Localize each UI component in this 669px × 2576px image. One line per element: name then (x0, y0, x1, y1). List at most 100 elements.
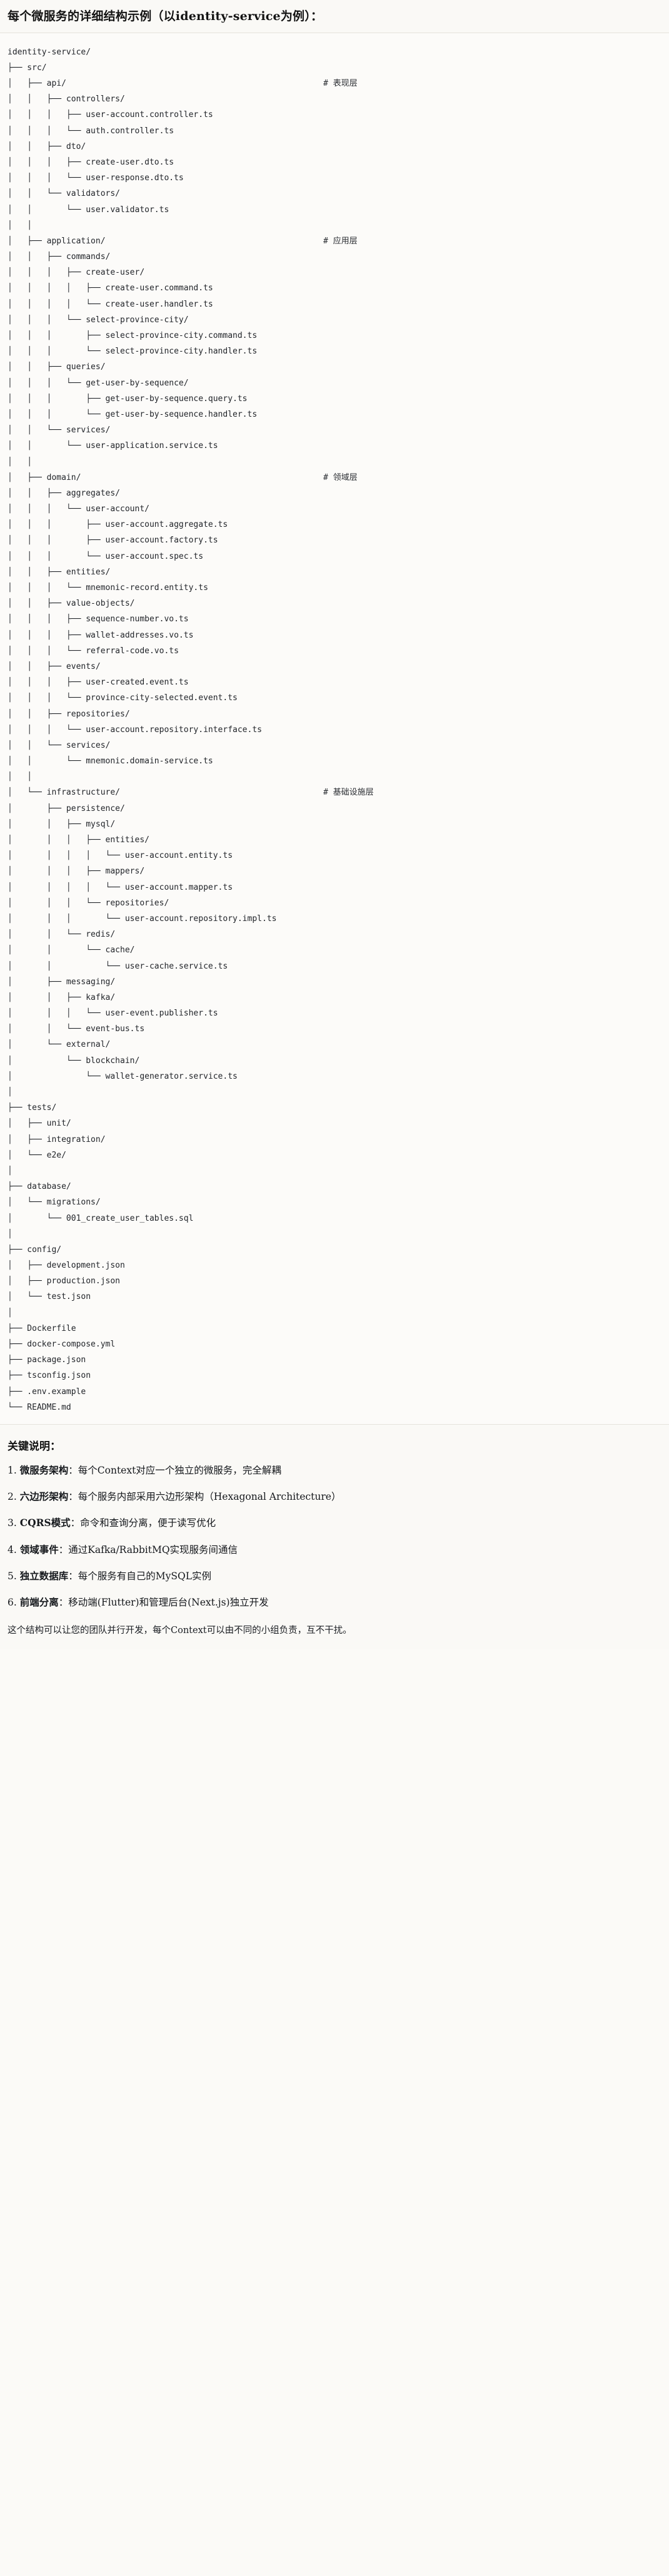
tree-row: │ └── blockchain/ (8, 1053, 661, 1069)
tree-node-comment: # 基础设施层 (323, 788, 374, 798)
key-point-number: 6. (8, 1597, 17, 1609)
tree-node-label: │ ├── unit/ (8, 1119, 71, 1129)
key-point-item: 2. 六边形架构：每个服务内部采用六边形架构（Hexagonal Archite… (8, 1489, 661, 1504)
tree-node-comment: # 表现层 (323, 79, 358, 89)
tree-row: │ │ ├── kafka/ (8, 990, 661, 1005)
key-point-term: CQRS模式 (19, 1517, 71, 1529)
tree-row: │ │ │ └── user-account.repository.interf… (8, 722, 661, 738)
tree-node-label: │ │ ├── entities/ (8, 567, 111, 577)
tree-node-label: │ │ │ └── user-account.repository.impl.t… (8, 914, 277, 924)
tree-row: │ │ │ │ └── create-user.handler.ts (8, 297, 661, 312)
tree-node-label: │ │ │ └── auth.controller.ts (8, 126, 174, 136)
tree-node-label: │ │ ├── dto/ (8, 141, 86, 151)
tree-node-label: │ └── e2e/ (8, 1150, 66, 1160)
tree-node-comment: # 领域层 (323, 472, 358, 482)
tree-row: │ │ └── mnemonic.domain-service.ts (8, 753, 661, 769)
tree-row: │ ├── messaging/ (8, 974, 661, 990)
key-point-text: 每个服务有自己的MySQL实例 (78, 1570, 212, 1582)
tree-row: │ (8, 1084, 661, 1100)
key-point-item: 5. 独立数据库：每个服务有自己的MySQL实例 (8, 1569, 661, 1584)
tree-node-label: └── README.md (8, 1402, 71, 1412)
tree-row: │ ├── production.json (8, 1273, 661, 1289)
tree-row: │ │ │ │ └── user-account.entity.ts (8, 848, 661, 863)
tree-node-label: │ │ └── services/ (8, 425, 111, 435)
tree-row: │ │ │ ├── create-user/ (8, 265, 661, 280)
tree-node-label: │ │ │ └── province-city-selected.event.t… (8, 693, 238, 703)
key-point-text: 移动端(Flutter)和管理后台(Next.js)独立开发 (68, 1597, 269, 1609)
tree-node-label: │ │ └── cache/ (8, 945, 135, 955)
tree-node-label: │ │ └── services/ (8, 740, 111, 750)
tree-row: │ └── external/ (8, 1037, 661, 1052)
tree-row: │ │ └── user-cache.service.ts (8, 959, 661, 974)
tree-node-label: │ │ │ └── mnemonic-record.entity.ts (8, 583, 208, 593)
tree-row: │ │ (8, 218, 661, 233)
tree-row: ├── database/ (8, 1179, 661, 1194)
tree-node-label: │ └── test.json (8, 1292, 91, 1302)
tree-row: ├── tsconfig.json (8, 1368, 661, 1383)
tree-node-label: │ │ (8, 457, 33, 467)
tree-row: ├── Dockerfile (8, 1321, 661, 1336)
tree-node-label: │ └── wallet-generator.service.ts (8, 1071, 238, 1081)
key-point-item: 4. 领域事件：通过Kafka/RabbitMQ实现服务间通信 (8, 1542, 661, 1557)
tree-node-label: │ │ │ └── user-response.dto.ts (8, 173, 184, 183)
tree-node-label: │ │ ├── commands/ (8, 252, 111, 262)
tree-node-label: │ │ │ └── select-province-city.handler.t… (8, 347, 258, 357)
tree-row: │ └── 001_create_user_tables.sql (8, 1211, 661, 1226)
tree-node-label: │ │ │ └── user-account.repository.interf… (8, 725, 262, 735)
tree-node-label: │ │ │ ├── mappers/ (8, 867, 145, 877)
tree-node-label: │ │ └── redis/ (8, 930, 116, 940)
tree-row: │ │ ├── value-objects/ (8, 596, 661, 611)
tree-row: │ (8, 1226, 661, 1242)
tree-row: │ │ └── services/ (8, 738, 661, 753)
key-point-separator: ： (68, 1491, 78, 1503)
tree-row: │ │ │ ├── entities/ (8, 832, 661, 848)
tree-row: │ │ │ └── get-user-by-sequence/ (8, 375, 661, 391)
tree-row: ├── docker-compose.yml (8, 1336, 661, 1352)
tree-node-label: ├── package.json (8, 1355, 86, 1365)
tree-node-label: │ │ │ ├── sequence-number.vo.ts (8, 614, 189, 624)
tree-node-label: │ │ └── user-cache.service.ts (8, 961, 228, 971)
tree-node-label: │ │ │ └── referral-code.vo.ts (8, 646, 179, 656)
tree-row: │ │ │ └── repositories/ (8, 895, 661, 911)
tree-node-label: │ │ │ ├── create-user.dto.ts (8, 157, 174, 167)
tree-node-label: │ │ └── mnemonic.domain-service.ts (8, 756, 213, 766)
directory-tree-block: identity-service/├── src/│ ├── api/# 表现层… (0, 33, 669, 1424)
tree-row: │ │ ├── events/ (8, 659, 661, 675)
tree-row: ├── config/ (8, 1242, 661, 1258)
tree-row: │ │ │ ├── get-user-by-sequence.query.ts (8, 391, 661, 407)
tree-row: │ │ │ │ ├── create-user.command.ts (8, 280, 661, 296)
tree-node-label: │ │ │ ├── user-account.controller.ts (8, 110, 213, 120)
tree-node-label: │ │ (8, 220, 33, 230)
tree-row: │ │ └── cache/ (8, 942, 661, 958)
tree-row: │ (8, 1305, 661, 1321)
tree-node-label: │ │ ├── repositories/ (8, 709, 130, 719)
tree-row: │ │ └── redis/ (8, 927, 661, 942)
tree-node-label: │ ├── production.json (8, 1276, 121, 1286)
tree-node-label: ├── Dockerfile (8, 1323, 76, 1333)
tree-row: │ │ ├── queries/ (8, 359, 661, 375)
tree-row: │ │ └── event-bus.ts (8, 1021, 661, 1037)
tree-row: └── README.md (8, 1400, 661, 1415)
tree-row: │ ├── integration/ (8, 1132, 661, 1148)
key-points-footer: 这个结构可以让您的团队并行开发，每个Context可以由不同的小组负责，互不干扰… (8, 1626, 352, 1636)
key-point-item: 3. CQRS模式：命令和查询分离，便于读写优化 (8, 1515, 661, 1530)
tree-node-label: │ │ ├── events/ (8, 661, 101, 671)
tree-row: ├── src/ (8, 60, 661, 76)
tree-row: │ │ │ └── user-response.dto.ts (8, 170, 661, 186)
tree-node-label: │ ├── development.json (8, 1261, 125, 1271)
tree-row: │ │ ├── dto/ (8, 139, 661, 155)
tree-node-label: ├── .env.example (8, 1387, 86, 1397)
page-title: 每个微服务的详细结构示例（以identity-service为例）： (8, 9, 323, 23)
tree-node-label: │ │ │ ├── get-user-by-sequence.query.ts (8, 394, 248, 404)
tree-node-label: │ (8, 1087, 13, 1097)
key-point-number: 5. (8, 1570, 17, 1582)
tree-row: │ │ │ ├── user-account.aggregate.ts (8, 517, 661, 532)
tree-node-label: │ │ ├── value-objects/ (8, 599, 135, 609)
tree-node-label: │ │ │ │ ├── create-user.command.ts (8, 283, 213, 293)
tree-row: │ ├── persistence/ (8, 801, 661, 817)
key-point-term: 六边形架构 (19, 1490, 69, 1503)
tree-node-label: │ │ └── validators/ (8, 189, 121, 199)
key-point-text: 每个Context对应一个独立的微服务，完全解耦 (78, 1464, 281, 1476)
key-point-separator: ： (70, 1517, 81, 1529)
